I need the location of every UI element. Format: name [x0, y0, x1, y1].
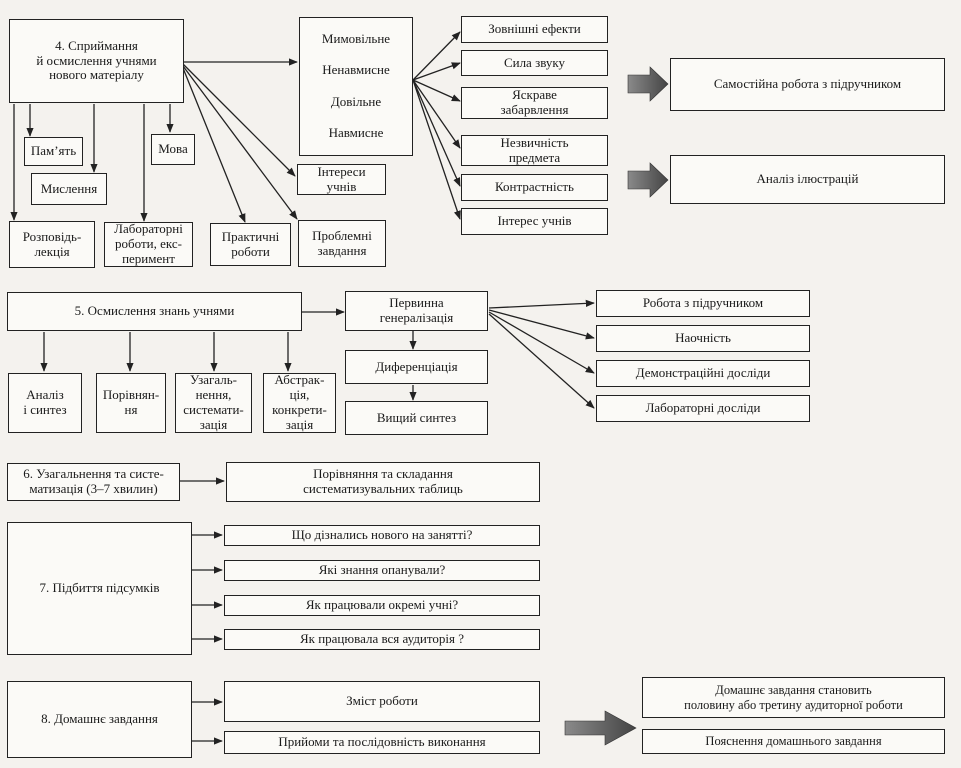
attention-type: Довільне: [330, 93, 382, 109]
story-box: Розповідь- лекція: [9, 221, 95, 268]
question-box: Що дізнались нового на занятті?: [224, 525, 540, 546]
self-work-box: Самостійна робота з підручником: [670, 58, 945, 111]
arrow-to-practical: [182, 67, 246, 223]
arrow-tool-1: [488, 299, 595, 309]
problem-box: Проблемні завдання: [298, 220, 386, 267]
tool-box: Демонстраційні досліди: [596, 360, 810, 387]
arrow-factor-1: [412, 31, 461, 81]
question-box: Які знання опанували?: [224, 560, 540, 581]
higher-synthesis-box: Вищий синтез: [345, 401, 488, 435]
factor-box: Контрастність: [461, 174, 608, 201]
arrow-factor-6: [412, 79, 461, 220]
stage6-box: 6. Узагальнення та систе- матизація (3–7…: [7, 463, 180, 501]
thinking-box: Мислення: [31, 173, 107, 205]
arrow-to-interests: [182, 63, 296, 177]
arrow-factor-2: [412, 62, 461, 81]
block-arrow-homework: [564, 710, 637, 746]
factor-box: Сила звуку: [461, 50, 608, 76]
practical-box: Практичні роботи: [210, 223, 291, 266]
block-arrow-illustrations: [627, 162, 669, 198]
interests-box: Інтереси учнів: [297, 164, 386, 195]
stage7-box: 7. Підбиття підсумків: [7, 522, 192, 655]
tool-box: Наочність: [596, 325, 810, 352]
factor-box: Інтерес учнів: [461, 208, 608, 235]
speech-box: Мова: [151, 134, 195, 165]
attention-type: Ненавмисне: [322, 62, 390, 78]
illustrations-box: Аналіз ілюстрацій: [670, 155, 945, 204]
homework-note-box: Пояснення домашнього завдання: [642, 729, 945, 754]
stage5-box: 5. Осмислення знань учнями: [7, 292, 302, 331]
homework-item-box: Зміст роботи: [224, 681, 540, 722]
homework-note-box: Домашнє завдання становить половину або …: [642, 677, 945, 718]
arrow-tool-2: [488, 309, 595, 340]
tool-box: Робота з підручником: [596, 290, 810, 317]
differentiation-box: Диференціація: [345, 350, 488, 384]
arrow-factor-3: [412, 79, 461, 102]
stage8-box: 8. Домашнє завдання: [7, 681, 192, 758]
factor-box: Незвичність предмета: [461, 135, 608, 166]
factor-box: Яскраве забарвлення: [461, 87, 608, 119]
arrow-to-problem: [182, 65, 298, 220]
question-box: Як працювали окремі учні?: [224, 595, 540, 616]
method-box: Порівнян- ня: [96, 373, 166, 433]
attention-type: Навмисне: [328, 124, 384, 140]
stage6-result-box: Порівняння та складання систематизувальн…: [226, 462, 540, 502]
attention-box: Мимовільне Ненавмисне Довільне Навмисне: [299, 17, 413, 156]
memory-box: Пам’ять: [24, 137, 83, 166]
method-box: Абстрак- ція, конкрети- зація: [263, 372, 336, 433]
stage4-box: 4. Сприймання й осмислення учнями нового…: [9, 19, 184, 103]
question-box: Як працювала вся аудиторія ?: [224, 629, 540, 650]
attention-type: Мимовільне: [321, 31, 391, 47]
homework-item-box: Прийоми та послідовність виконання: [224, 731, 540, 754]
arrow-tool-4: [488, 313, 595, 409]
factor-box: Зовнішні ефекти: [461, 16, 608, 43]
method-box: Аналіз і синтез: [8, 373, 82, 433]
arrow-factor-5: [412, 79, 461, 187]
primary-generalization-box: Первинна генералізація: [345, 291, 488, 331]
arrow-factor-4: [412, 79, 461, 149]
arrow-tool-3: [488, 311, 595, 374]
method-box: Узагаль- нення, системати- зація: [175, 372, 252, 433]
lab-box: Лабораторні роботи, екс- перимент: [104, 221, 193, 267]
block-arrow-self-work: [627, 66, 669, 102]
tool-box: Лабораторні досліди: [596, 395, 810, 422]
